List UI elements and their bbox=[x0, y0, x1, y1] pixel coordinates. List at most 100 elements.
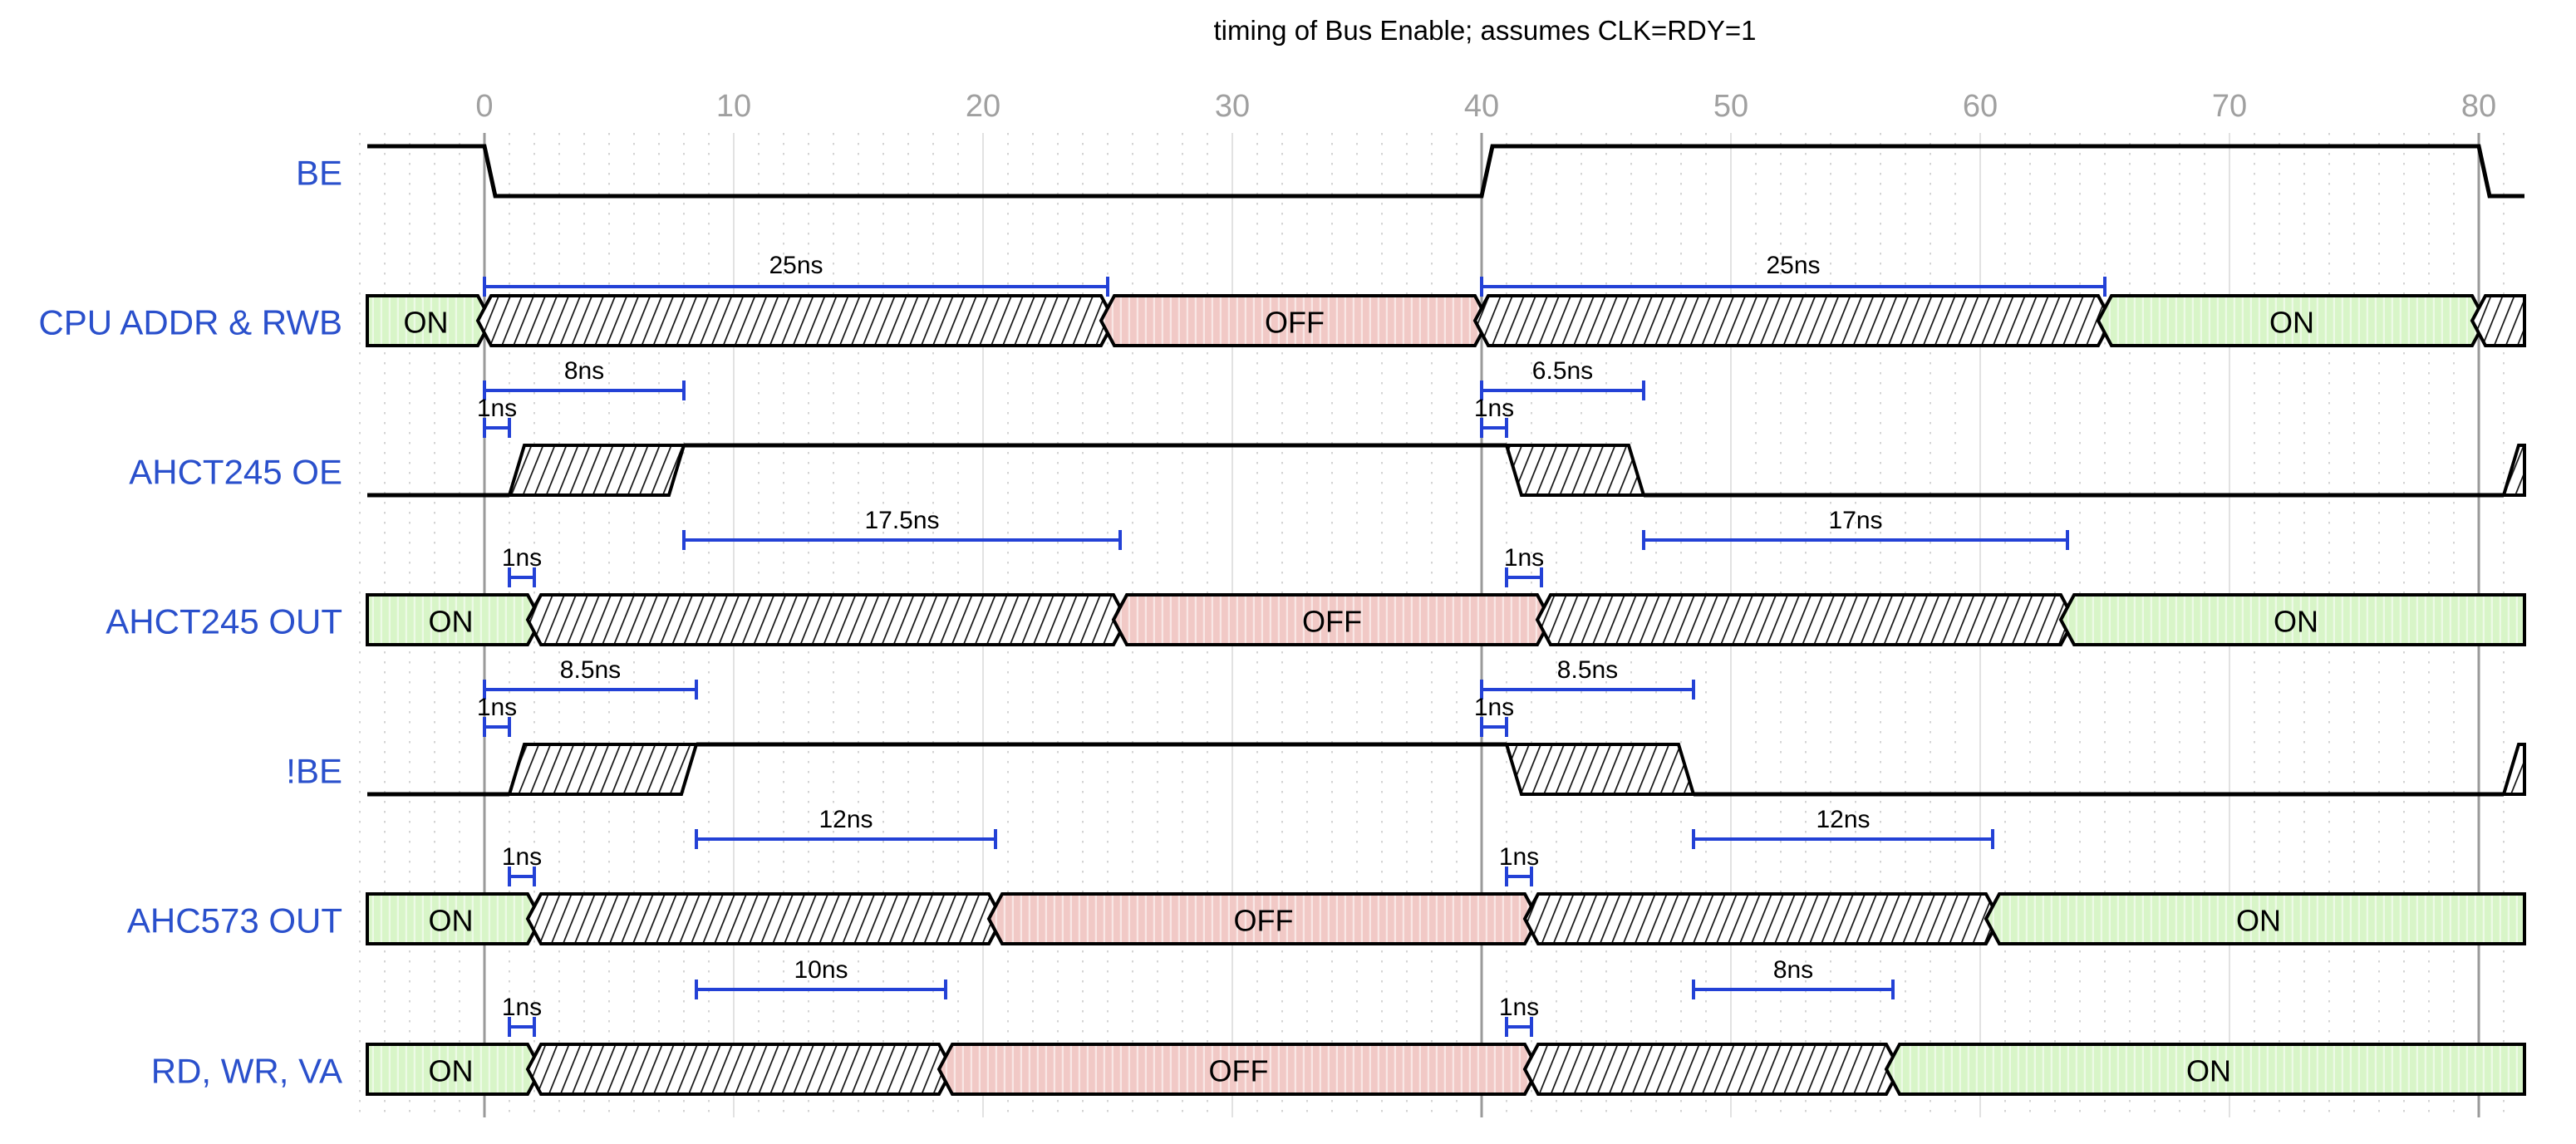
timing-arrow: 25ns bbox=[1480, 252, 2107, 297]
signal-label: !BE bbox=[286, 752, 342, 791]
timing-arrow: 1ns bbox=[502, 843, 542, 886]
bus-state-label: OFF bbox=[1302, 605, 1362, 639]
bus-block-on bbox=[2058, 593, 2526, 646]
signal-label: AHC573 OUT bbox=[127, 901, 342, 940]
timing-arrow-label: 1ns bbox=[1504, 544, 1544, 572]
timing-arrow-label: 1ns bbox=[477, 694, 517, 721]
bus-block-on bbox=[1984, 892, 2526, 945]
timing-arrow-label: 1ns bbox=[502, 843, 542, 871]
timing-arrow: 12ns bbox=[1692, 806, 1994, 849]
timing-arrow: 1ns bbox=[477, 395, 517, 438]
timing-arrow: 1ns bbox=[1499, 994, 1539, 1037]
timing-arrow: 8ns bbox=[1692, 956, 1895, 999]
axis-tick-label: 60 bbox=[1963, 89, 1998, 124]
bus-block-x bbox=[1522, 892, 2002, 945]
axis-tick-label: 30 bbox=[1215, 89, 1250, 124]
timing-arrow: 1ns bbox=[477, 694, 517, 737]
transition-region bbox=[507, 743, 699, 796]
timing-arrow-label: 25ns bbox=[769, 252, 823, 279]
transition-region bbox=[1504, 743, 1696, 796]
wave-line bbox=[367, 443, 2504, 498]
transition-region bbox=[2501, 444, 2526, 497]
bus-state-label: ON bbox=[404, 306, 449, 340]
bus-state-label: OFF bbox=[1265, 306, 1325, 340]
timing-arrow: 1ns bbox=[502, 994, 542, 1037]
axis-tick-label: 0 bbox=[475, 89, 493, 124]
timing-arrow-label: 6.5ns bbox=[1532, 357, 1593, 385]
timing-arrow-label: 1ns bbox=[502, 994, 542, 1021]
timing-arrow-label: 1ns bbox=[1499, 994, 1539, 1021]
bus-block-x bbox=[525, 892, 1005, 945]
transition-region bbox=[1504, 444, 1646, 497]
transition-region bbox=[2501, 743, 2526, 796]
axis-tick-label: 70 bbox=[2212, 89, 2247, 124]
bus-block-on bbox=[1884, 1043, 2526, 1096]
timing-arrow-label: 17ns bbox=[1828, 507, 1882, 534]
timing-arrow: 1ns bbox=[1499, 843, 1539, 886]
signal-label: BE bbox=[296, 154, 342, 193]
timing-arrow: 1ns bbox=[1504, 544, 1544, 587]
time-axis: 0 10 20 30 40 50 60 70 80 bbox=[475, 89, 2496, 124]
signal-label: RD, WR, VA bbox=[151, 1052, 342, 1091]
transition-region bbox=[507, 444, 686, 497]
signal-label: AHCT245 OUT bbox=[106, 602, 342, 641]
signal-label: AHCT245 OE bbox=[129, 453, 342, 492]
timing-arrow-label: 25ns bbox=[1766, 252, 1820, 279]
axis-tick-label: 10 bbox=[716, 89, 751, 124]
bus-state-label: ON bbox=[2274, 605, 2318, 639]
timing-arrow-label: 1ns bbox=[1474, 395, 1514, 422]
wave-line bbox=[367, 144, 2524, 199]
bus-block-x bbox=[1472, 294, 2114, 347]
timing-arrow: 1ns bbox=[1474, 395, 1514, 438]
timing-arrow: 25ns bbox=[483, 252, 1109, 297]
bus-state-label: ON bbox=[429, 605, 474, 639]
timing-arrow-label: 12ns bbox=[819, 806, 873, 833]
timing-arrow-label: 8ns bbox=[1773, 956, 1813, 984]
timing-arrow-label: 8.5ns bbox=[1557, 656, 1618, 684]
bus-state-label: ON bbox=[2236, 904, 2281, 938]
bus-block-x bbox=[475, 294, 1117, 347]
bus-block-x bbox=[525, 1043, 955, 1096]
timing-arrow-label: 17.5ns bbox=[864, 507, 939, 534]
wave-line bbox=[367, 742, 2504, 797]
timing-arrow: 6.5ns bbox=[1480, 357, 1645, 400]
timing-arrow: 12ns bbox=[695, 806, 997, 849]
bus-block-x bbox=[525, 593, 1129, 646]
timing-arrow-label: 10ns bbox=[794, 956, 848, 984]
bus-block-x bbox=[1535, 593, 2077, 646]
timing-arrow-label: 8ns bbox=[564, 357, 604, 385]
timing-arrow: 1ns bbox=[502, 544, 542, 587]
timing-arrow-label: 1ns bbox=[1474, 694, 1514, 721]
bus-state-label: ON bbox=[429, 1054, 474, 1088]
bus-state-label: OFF bbox=[1234, 904, 1294, 938]
signal-label: CPU ADDR & RWB bbox=[38, 303, 342, 342]
timing-arrow: 17.5ns bbox=[682, 507, 1122, 550]
timing-arrow: 8.5ns bbox=[1480, 656, 1695, 700]
bus-state-label: ON bbox=[2186, 1054, 2231, 1088]
timing-arrow: 8.5ns bbox=[483, 656, 698, 700]
bus-state-label: ON bbox=[2269, 306, 2314, 340]
signal-row-not-be: 8.5ns 1ns 8.5ns 1ns !BE bbox=[286, 656, 2526, 797]
signal-row-be: BE bbox=[296, 144, 2524, 199]
axis-tick-label: 40 bbox=[1464, 89, 1499, 124]
timing-arrow: 8ns bbox=[483, 357, 686, 400]
timing-arrow-label: 1ns bbox=[502, 544, 542, 572]
timing-arrow-label: 1ns bbox=[1499, 843, 1539, 871]
axis-tick-label: 80 bbox=[2461, 89, 2496, 124]
timing-arrow-label: 8.5ns bbox=[560, 656, 621, 684]
bus-block-x bbox=[1522, 1043, 1902, 1096]
timing-arrow-label: 1ns bbox=[477, 395, 517, 422]
timing-arrow: 1ns bbox=[1474, 694, 1514, 737]
timing-arrow-label: 12ns bbox=[1816, 806, 1870, 833]
axis-tick-label: 50 bbox=[1713, 89, 1748, 124]
timing-arrow: 10ns bbox=[695, 956, 947, 999]
bus-state-label: OFF bbox=[1209, 1054, 1269, 1088]
axis-tick-label: 20 bbox=[966, 89, 1000, 124]
